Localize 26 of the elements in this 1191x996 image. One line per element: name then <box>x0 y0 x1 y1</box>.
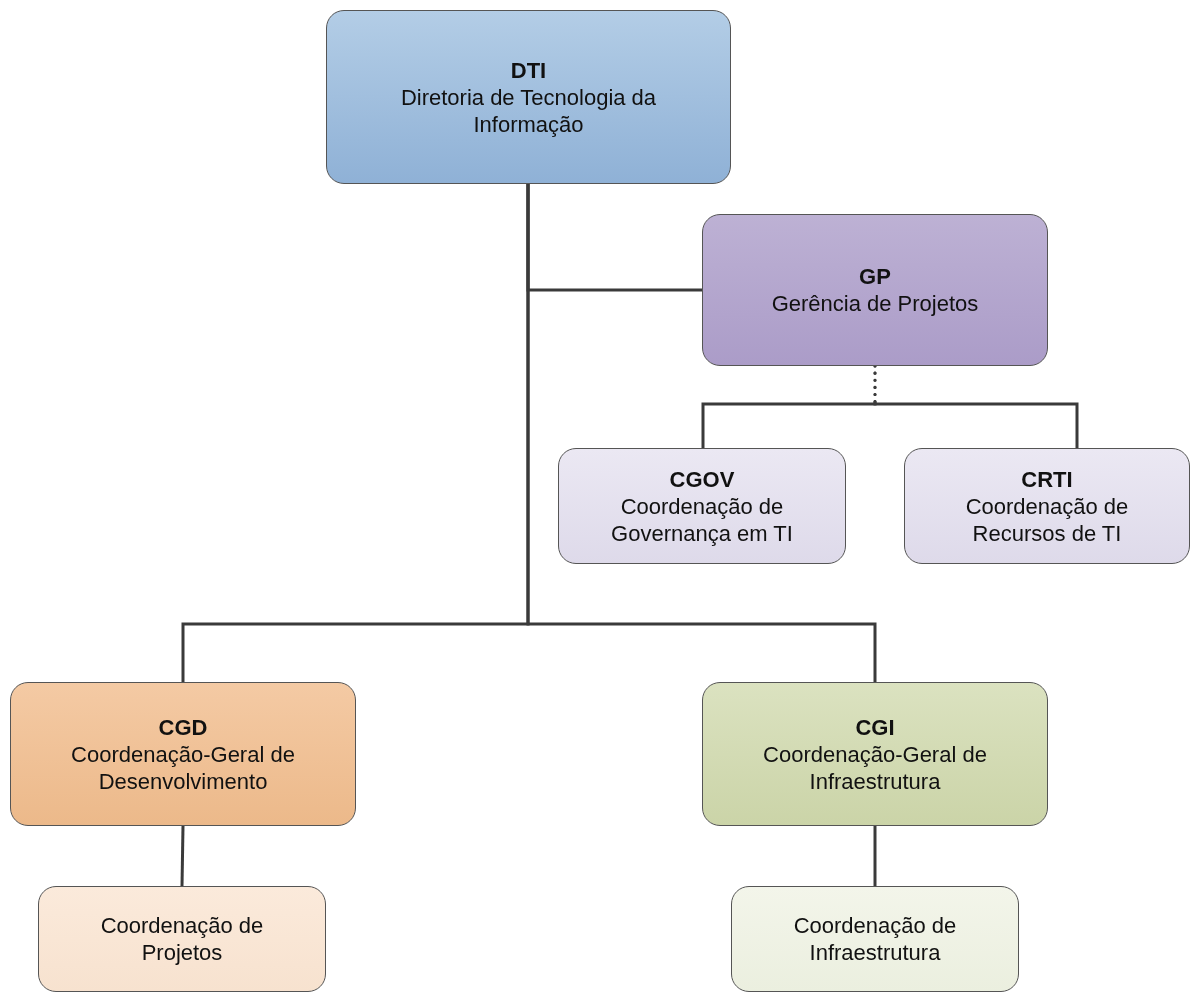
unit-acronym: CGD <box>158 713 208 741</box>
unit-name: Coordenação de Recursos de TI <box>964 492 1130 547</box>
org-unit-box <box>702 214 1048 366</box>
unit-name: Coordenação de Governança em TI <box>610 492 794 547</box>
org-unit-box <box>558 448 846 564</box>
org-unit-box <box>10 682 356 826</box>
org-unit-box <box>326 10 731 184</box>
unit-name: Gerência de Projetos <box>771 290 979 317</box>
unit-name: Diretoria de Tecnologia da Informação <box>399 83 658 138</box>
connector-line <box>873 364 1079 450</box>
org-unit-box <box>731 886 1019 992</box>
unit-acronym: CRTI <box>1021 465 1073 493</box>
org-unit-box <box>904 448 1190 564</box>
unit-acronym: DTI <box>510 56 547 84</box>
connector-line <box>180 825 185 887</box>
unit-name: Coordenação-Geral de Infraestrutura <box>762 740 988 795</box>
connector-line <box>873 826 877 886</box>
connector-line <box>526 184 877 682</box>
unit-acronym: GP <box>859 263 891 290</box>
unit-name: Coordenação de Infraestrutura <box>792 912 958 966</box>
org-unit-box <box>702 682 1048 826</box>
unit-acronym: CGOV <box>669 465 735 493</box>
unit-name: Coordenação de Projetos <box>99 912 265 966</box>
unit-name: Coordenação-Geral de Desenvolvimento <box>70 740 296 795</box>
unit-acronym: CGI <box>855 713 895 741</box>
org-unit-box <box>38 886 326 992</box>
